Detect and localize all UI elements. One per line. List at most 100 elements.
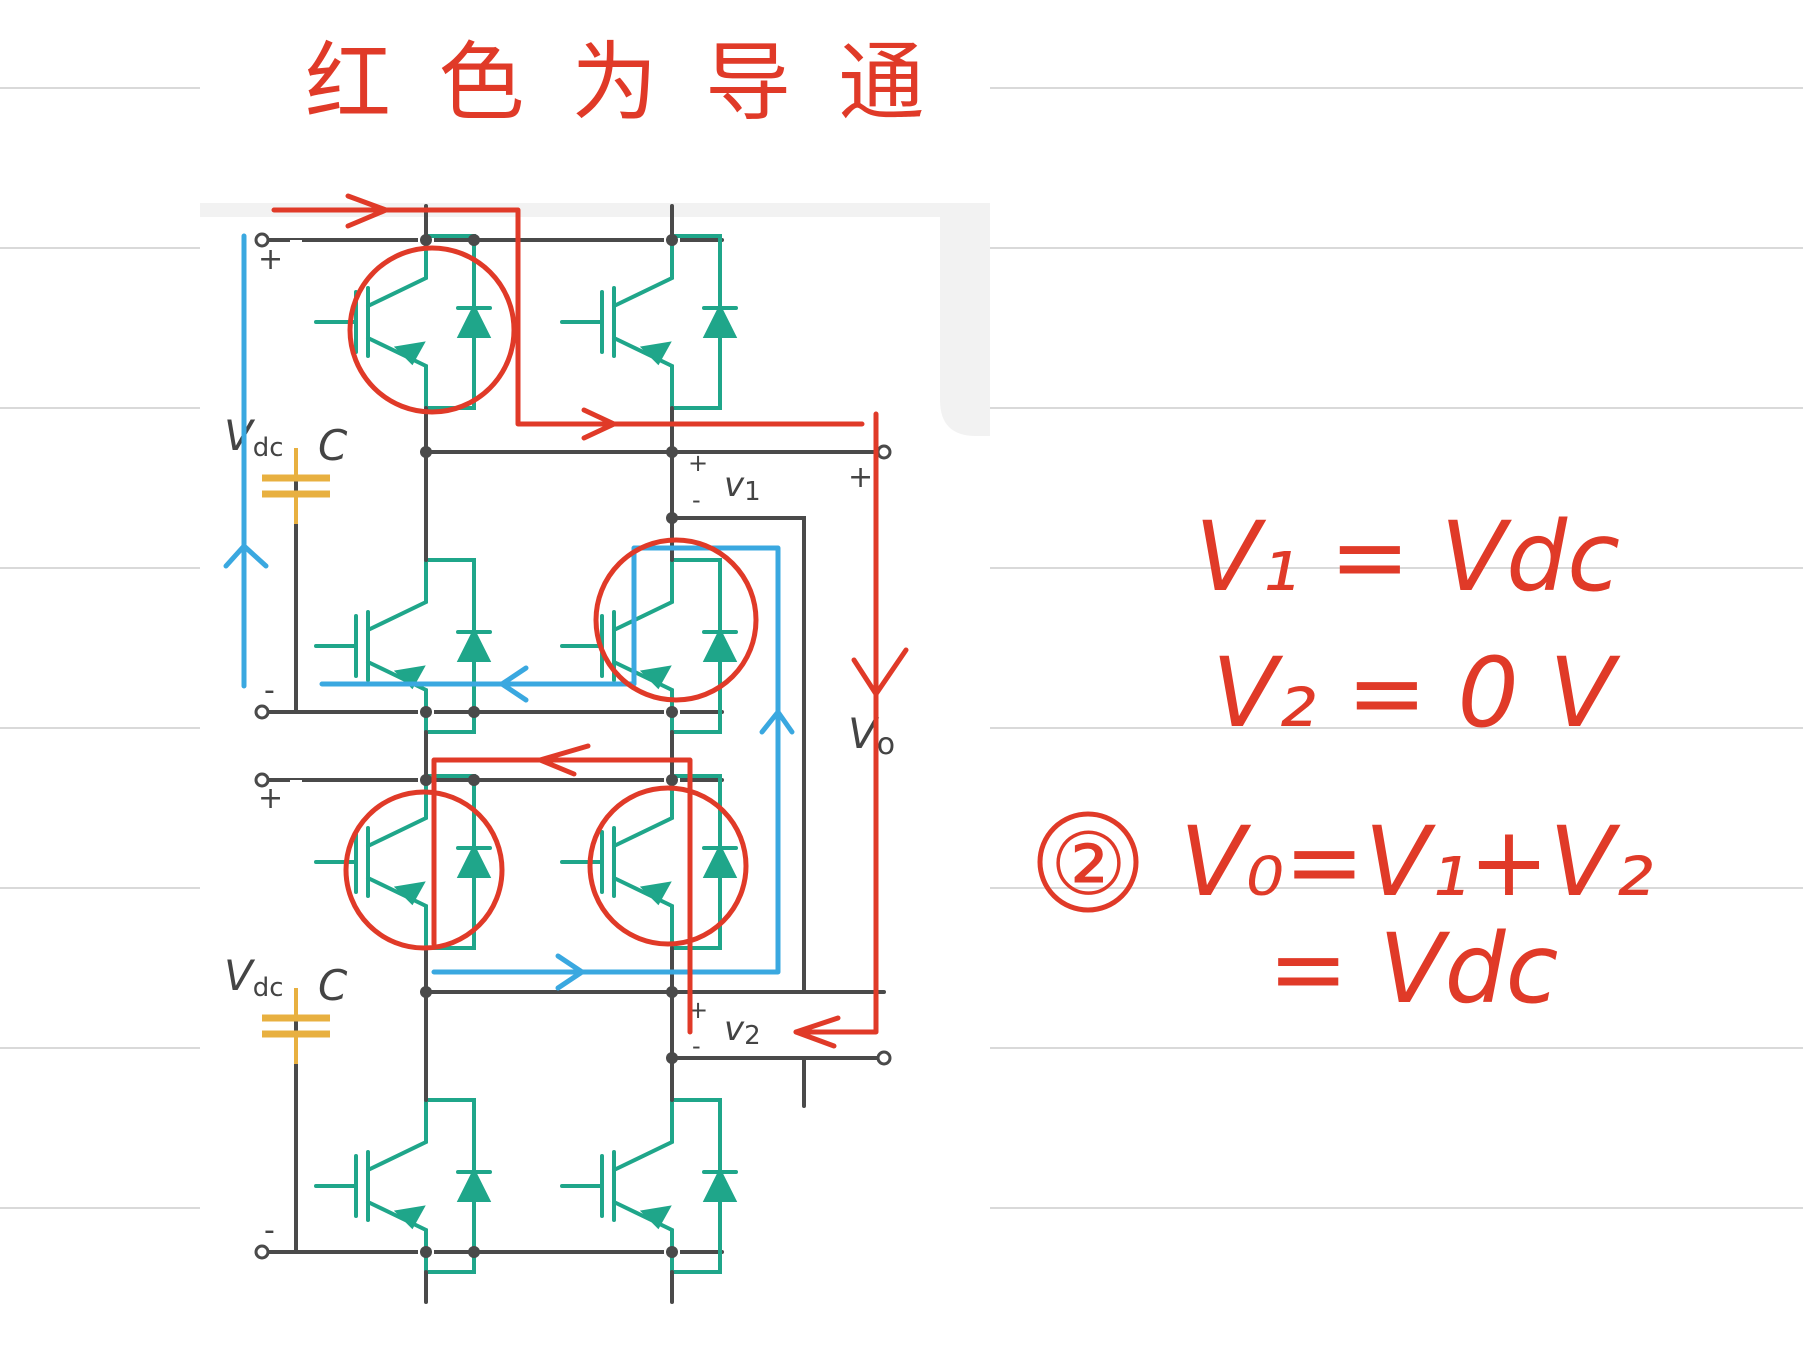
equation-v2: V₂ = 0 V [1212,637,1621,749]
igbt-right-4 [560,1068,738,1304]
cell-2-vout-sub: 2 [744,1021,761,1051]
cell-1-vout-minus: - [692,486,701,514]
output-plus-label: + [848,460,873,495]
junction-dot [468,1246,480,1258]
collector [612,234,674,308]
junction-dot [468,706,480,718]
terminal [254,1244,270,1260]
junction-dot [666,512,678,524]
cell-2-vdc-main: V [224,951,256,1000]
diode-body [702,627,738,662]
junction-dot [420,986,432,998]
cell-1-labels: + - Vdc C + - v1 [224,242,761,708]
junction-dot [420,446,432,458]
emitter [612,336,674,410]
red-arrow [851,647,909,697]
terminal [876,1050,892,1066]
terminal [254,772,270,788]
junction-dot [666,774,678,786]
equation-vo: V₀=V₁+V₂ [1180,806,1653,918]
cell-1-vout-sub: 1 [744,477,761,507]
emitter-arrow [639,665,672,690]
junction-dot [666,986,678,998]
output-vo-sub: o [877,727,895,762]
red-path-cell-2 [431,757,693,1035]
emitter [366,336,428,410]
cell-1-vdc-sub: dc [253,433,284,463]
red-path-top [271,207,865,427]
cell-2-vout-main: v [724,1009,745,1049]
junction-dot [666,234,678,246]
junction-dot [420,1246,432,1258]
igbt-left-2 [314,528,492,764]
red-arrow [537,743,591,777]
diode-body [702,1167,738,1202]
emitter-arrow [639,881,672,906]
cell-2-labels: + - Vdc C + - v2 [224,781,761,1248]
igbt-right-1 [560,204,738,440]
diode-body [456,843,492,878]
conducting-switch-circle [343,789,505,951]
collector [366,558,428,632]
diode-body [456,627,492,662]
conducting-switch-circle [347,245,517,415]
emitter-arrow [639,341,672,366]
cell-2-vout-plus: + [688,996,708,1024]
junction-dot [666,1246,678,1258]
igbt-switches [314,204,738,1304]
equations: V₁ = Vdc V₂ = 0 V ② V₀=V₁+V₂ = Vdc [1037,501,1653,1025]
junction-dot [666,446,678,458]
emitter-arrow [393,881,426,906]
capacitor-gap [290,240,302,466]
junction-dot [420,706,432,718]
emitter-arrow [393,665,426,690]
igbt-left-3 [314,744,492,980]
cell-2-plus-label: + [258,781,283,816]
cell-2-minus-label: - [264,1213,275,1248]
emitter-arrow [393,341,426,366]
cell-1-vout-label: v1 [724,465,761,507]
cell-2-cap-label: C [318,961,348,1010]
junction-dot [468,234,480,246]
red-current-path [271,193,909,1049]
equation-v1: V₁ = Vdc [1195,501,1620,613]
capacitor-gap [290,780,302,1006]
conducting-switch-circle [593,537,759,703]
red-arrow [345,193,389,229]
cell-1-plus-label: + [258,242,283,277]
terminal [876,444,892,460]
cell-1-vdc-label: Vdc [224,411,284,463]
red-path-right [793,411,879,1035]
blue-arrow [759,709,795,735]
emitter [612,876,674,950]
blue-arrow [499,665,529,703]
screenshot-backdrop [200,203,990,1213]
diode-body [702,303,738,338]
junction-dot [468,774,480,786]
terminal [254,704,270,720]
junction-dot [420,234,432,246]
diode-body [456,303,492,338]
cell-2-vout-label: v2 [724,1009,761,1051]
cell-1-cap-label: C [318,421,348,470]
cell-1-minus-label: - [264,673,275,708]
emitter [366,876,428,950]
emitter-arrow [639,1205,672,1230]
diode-body [456,1167,492,1202]
conducting-switch-circle [587,785,749,947]
blue-arrow [555,953,585,991]
collector [366,1098,428,1172]
cell-2-vdc-label: Vdc [224,951,284,1003]
junction-dot [420,774,432,786]
cell-2-vout-minus: - [692,1032,701,1060]
conducting-switch-circles [343,245,759,951]
cell-1-vdc-main: V [224,411,256,460]
blue-arrow [223,543,269,569]
collector [612,1098,674,1172]
igbt-left-4 [314,1068,492,1304]
junction-dot [666,1052,678,1064]
cell-2-vdc-sub: dc [253,973,284,1003]
red-arrow [793,1015,841,1049]
cell-1-vout-main: v [724,465,745,505]
